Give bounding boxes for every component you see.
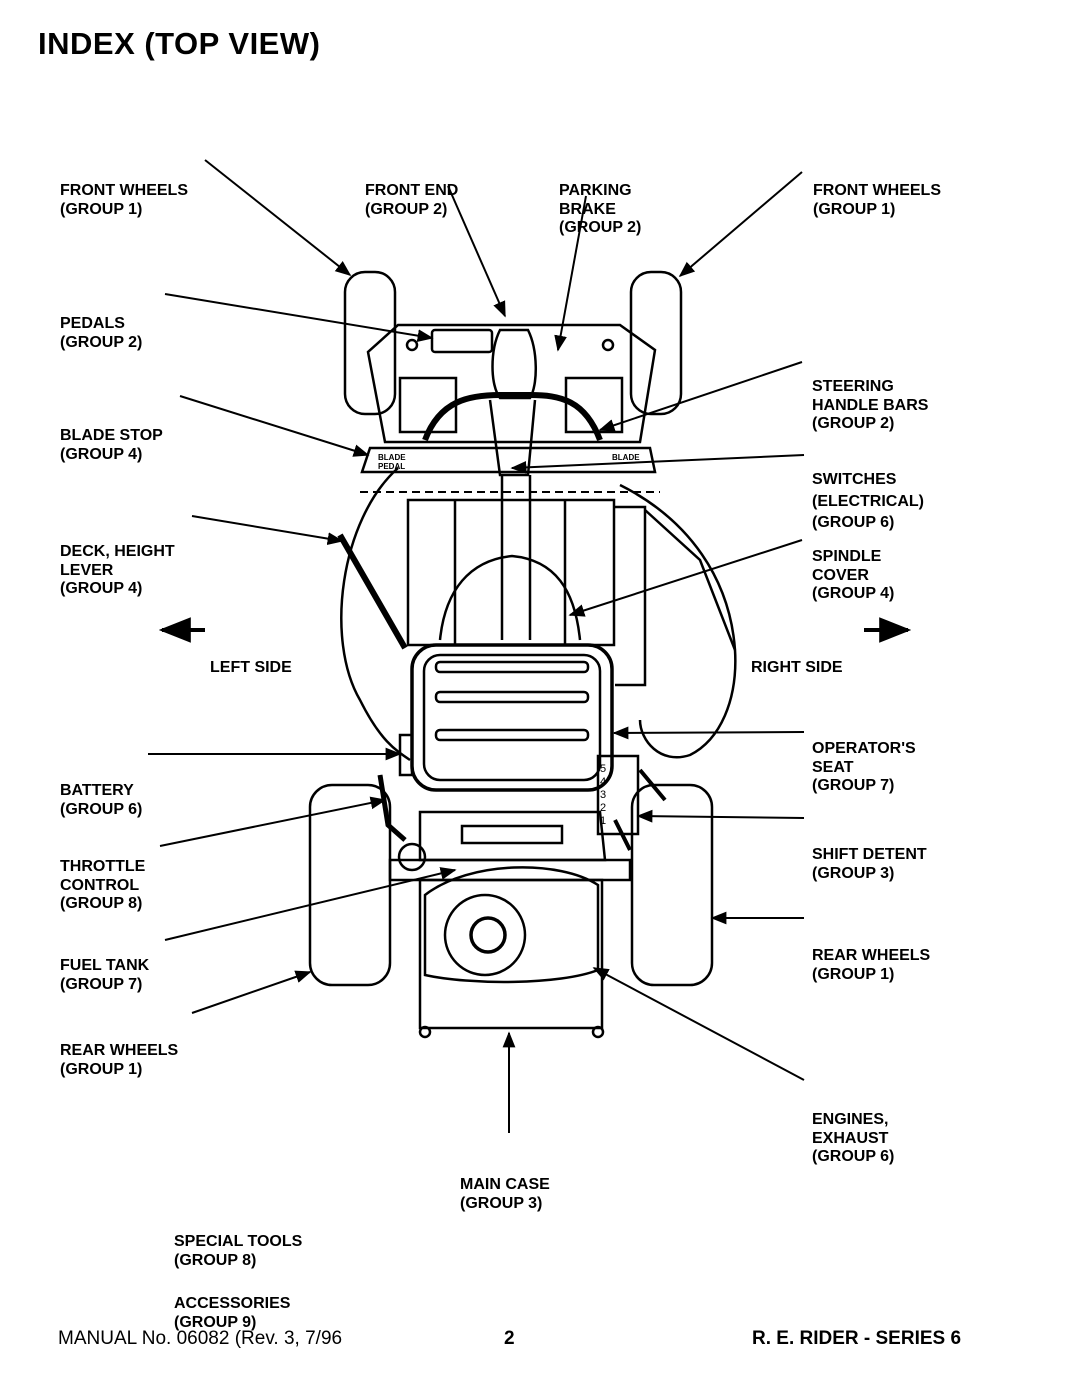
footer-series: R. E. RIDER - SERIES 6 <box>752 1328 962 1349</box>
front-wheel-right <box>629 270 683 416</box>
rear-wheel-right <box>630 783 714 987</box>
label-switches: SWITCHES(ELECTRICAL)(GROUP 6) <box>812 471 924 531</box>
leader-operators-seat <box>612 726 805 740</box>
label-right-side: RIGHT SIDE <box>751 659 843 676</box>
shift-detent <box>596 754 640 836</box>
shift-pos-3: 3 <box>600 789 606 801</box>
leader-throttle <box>159 796 387 847</box>
label-main-case: MAIN CASE(GROUP 3) <box>460 1176 550 1212</box>
label-engines-exhaust: ENGINES,EXHAUST(GROUP 6) <box>812 1111 895 1165</box>
label-left-side: LEFT SIDE <box>210 659 292 676</box>
throttle-control <box>377 774 407 842</box>
shift-pos-5: 5 <box>600 763 606 775</box>
blade-pedal-text-1: BLADE <box>378 453 406 462</box>
leader-front-wheels-right <box>678 171 803 278</box>
leader-front-end <box>447 185 506 318</box>
leader-pedals <box>164 293 434 342</box>
front-wheel-left <box>343 270 397 416</box>
label-accessories: ACCESSORIES(GROUP 9) <box>174 1295 291 1331</box>
label-rear-wheels-left: REAR WHEELS(GROUP 1) <box>60 1042 179 1078</box>
leader-parking-brake <box>554 195 587 352</box>
label-fuel-tank: FUEL TANK(GROUP 7) <box>60 957 150 993</box>
leader-fuel-tank <box>164 867 457 941</box>
shift-pos-2: 2 <box>600 802 606 814</box>
leader-shift-detent <box>636 809 805 823</box>
leader-spindle-cover <box>568 539 803 617</box>
steering-handle-bars <box>422 392 603 442</box>
leader-engines <box>592 967 805 1081</box>
blade-pedal-bar <box>360 446 657 474</box>
blade-pedal-text-2: PEDAL <box>378 462 405 471</box>
label-battery: BATTERY(GROUP 6) <box>60 782 143 818</box>
mower-deck <box>340 467 411 762</box>
footer-manual: MANUAL No. 06082 (Rev. 3, 7/96 <box>58 1328 343 1349</box>
leader-deck-height <box>191 515 344 545</box>
shift-pos-4: 4 <box>600 776 606 788</box>
blade-pedal-text-3: BLADE <box>612 453 640 462</box>
footer-page-number: 2 <box>504 1328 515 1349</box>
fuel-tank <box>418 810 607 862</box>
label-rear-wheels-right: REAR WHEELS(GROUP 1) <box>812 947 931 983</box>
shift-pos-1: 1 <box>600 815 606 827</box>
operators-seat <box>410 643 614 792</box>
deck-height-lever <box>337 533 408 650</box>
page-title: INDEX (TOP VIEW) <box>38 26 321 61</box>
rear-wheel-left <box>308 783 392 987</box>
label-special-tools: SPECIAL TOOLS(GROUP 8) <box>174 1233 303 1269</box>
front-end-hood <box>366 323 657 444</box>
label-shift-detent: SHIFT DETENT(GROUP 3) <box>812 846 927 882</box>
label-front-wheels-right: FRONT WHEELS(GROUP 1) <box>813 182 941 218</box>
leader-steering <box>598 361 803 432</box>
label-front-wheels-left: FRONT WHEELS(GROUP 1) <box>60 182 188 218</box>
leader-rear-wheels-left <box>191 970 312 1014</box>
leader-front-wheels-left <box>204 159 352 276</box>
label-blade-stop: BLADE STOP(GROUP 4) <box>60 427 163 463</box>
leader-blade-stop <box>179 395 370 457</box>
leader-switches <box>510 454 805 474</box>
frame-body <box>406 498 616 647</box>
label-pedals: PEDALS(GROUP 2) <box>60 315 143 351</box>
label-front-end: FRONT END(GROUP 2) <box>365 182 459 218</box>
